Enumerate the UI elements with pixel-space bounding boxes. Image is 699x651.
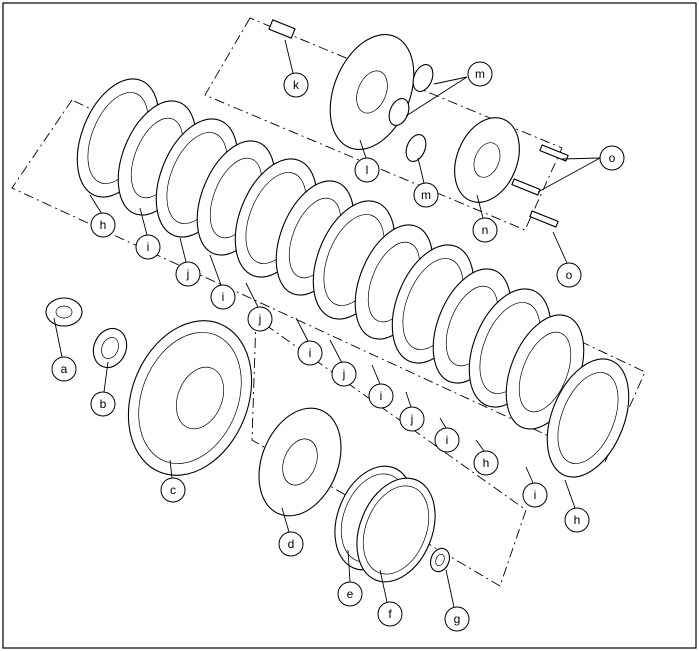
pressure-plate-assembly: [268, 19, 569, 228]
lock-nut: [429, 547, 451, 573]
callout-k: k: [283, 72, 309, 98]
callout-label: j: [410, 412, 414, 426]
callout-a: a: [51, 356, 77, 382]
callout-i: i: [135, 234, 161, 260]
callout-label: f: [388, 607, 392, 621]
callout-label: o: [609, 151, 616, 165]
leader-lines: [53, 39, 601, 608]
callout-label: i: [222, 290, 225, 304]
callout-j: j: [247, 306, 273, 332]
bolt: [511, 178, 541, 196]
callout-label: h: [100, 218, 107, 232]
callout-label: a: [61, 362, 68, 376]
clutch-plate-stack: [76, 78, 630, 478]
callout-c: c: [160, 477, 186, 503]
callout-b: b: [90, 391, 116, 417]
clutch-spring: [412, 64, 434, 92]
callout-o: o: [599, 145, 625, 171]
collar: [45, 297, 83, 327]
callout-h: h: [90, 212, 116, 238]
callout-label: e: [347, 587, 354, 601]
callout-label: n: [482, 223, 489, 237]
callout-label: i: [147, 240, 150, 254]
callout-label: b: [100, 397, 107, 411]
callout-label: c: [170, 483, 176, 497]
lifter-rod: [268, 19, 296, 39]
callout-label: h: [483, 456, 490, 470]
callout-h: h: [564, 507, 590, 533]
callout-label: i: [534, 488, 537, 502]
callout-f: f: [377, 601, 403, 627]
callout-o: o: [556, 262, 582, 288]
clutch-spring: [405, 134, 427, 162]
callout-j: j: [175, 261, 201, 287]
callout-label: j: [186, 267, 190, 281]
clutch-center: [258, 407, 342, 517]
needle-bearing: [92, 327, 128, 369]
hub-box: [251, 317, 527, 587]
callout-label: m: [421, 188, 431, 202]
bolt: [539, 144, 569, 162]
callout-j: j: [331, 361, 357, 387]
callout-label: j: [342, 367, 346, 381]
callout-m: m: [413, 182, 439, 208]
clutch-outer: [127, 320, 253, 476]
callout-i: i: [297, 340, 323, 366]
callout-label: g: [454, 612, 461, 626]
friction-plate: [546, 358, 630, 478]
callout-label: k: [293, 78, 300, 92]
callout-label: j: [258, 312, 262, 326]
callout-i: i: [434, 427, 460, 453]
callout-label: l: [366, 163, 369, 177]
callout-i: i: [368, 383, 394, 409]
callout-h: h: [473, 450, 499, 476]
callout-label: d: [288, 537, 295, 551]
callout-label: i: [446, 433, 449, 447]
callout-label: m: [475, 67, 485, 81]
callout-label: i: [380, 389, 383, 403]
callout-l: l: [354, 157, 380, 183]
callout-label: i: [309, 346, 312, 360]
bolt: [529, 210, 559, 228]
callout-j: j: [399, 406, 425, 432]
callout-label: h: [574, 513, 581, 527]
callout-n: n: [472, 217, 498, 243]
spring-retainer-plate: [454, 117, 520, 203]
callout-label: o: [566, 268, 573, 282]
callout-d: d: [278, 531, 304, 557]
callout-i: i: [210, 284, 236, 310]
callout-m: m: [467, 61, 493, 87]
callout-e: e: [337, 581, 363, 607]
callout-g: g: [444, 606, 470, 632]
callout-i: i: [522, 482, 548, 508]
spring-washer: [356, 477, 436, 583]
